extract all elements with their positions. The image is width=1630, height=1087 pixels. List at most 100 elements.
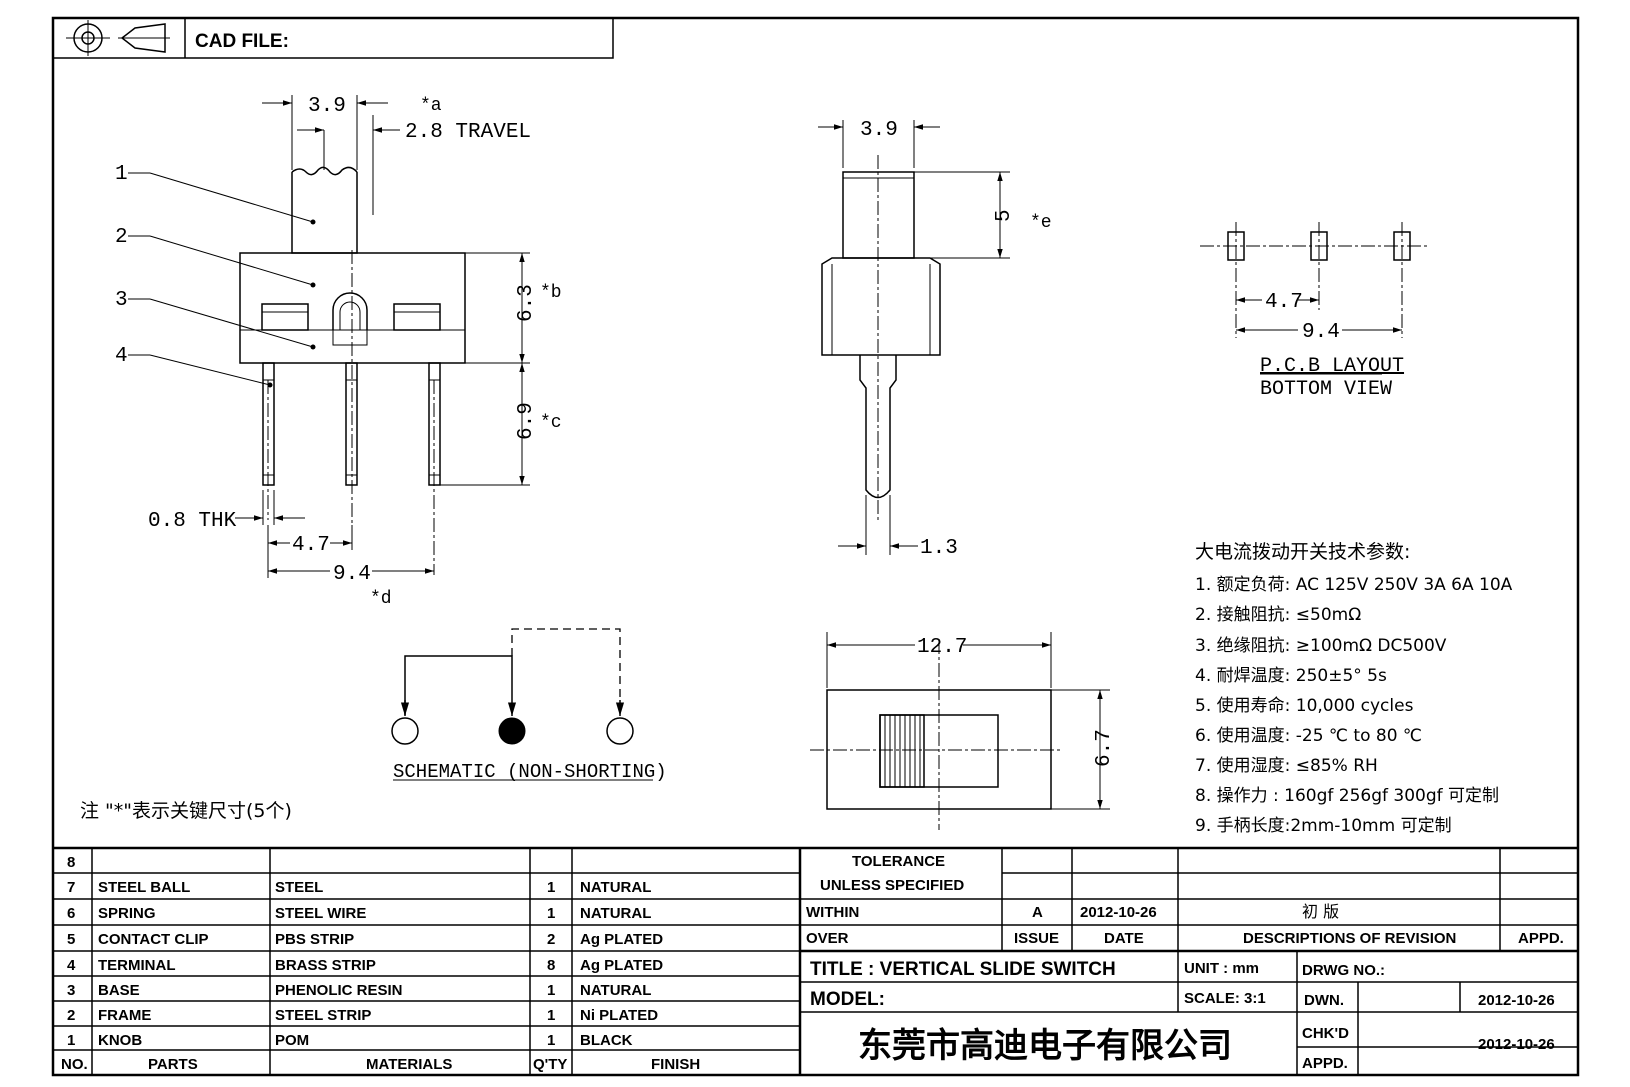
- company-name: 东莞市高迪电子有限公司: [858, 1026, 1232, 1066]
- model-label: MODEL:: [810, 989, 885, 1010]
- bom-material: BRASS STRIP: [275, 957, 376, 974]
- bom-no: 8: [67, 854, 75, 871]
- note-d: *d: [370, 589, 392, 609]
- dim-6-3: 6.3: [515, 284, 538, 322]
- bom-material: PBS STRIP: [275, 931, 354, 948]
- bom-no: 3: [67, 982, 75, 999]
- header-box: CAD FILE:: [52, 17, 614, 59]
- pcb-dim-4-7: 4.7: [1265, 291, 1303, 314]
- desc-header: DESCRIPTIONS OF REVISION: [1243, 930, 1456, 947]
- key-dim-note: 注 "*"表示关键尺寸(5个): [80, 800, 292, 822]
- title-block: TOLERANCE UNLESS SPECIFIED WITHIN OVER A…: [800, 848, 1578, 1075]
- bom-material: PHENOLIC RESIN: [275, 982, 403, 999]
- top-view: 12.7 6.7: [810, 632, 1116, 830]
- terminal-open-icon: [606, 717, 634, 745]
- spec-item: 7. 使用湿度: ≤85% RH: [1195, 755, 1378, 776]
- callout-1: 1: [115, 163, 128, 186]
- pcb-title: P.C.B LAYOUT: [1260, 355, 1404, 378]
- spec-item: 1. 额定负荷: AC 125V 250V 3A 6A 10A: [1195, 575, 1513, 595]
- dwn-label: DWN.: [1304, 992, 1344, 1009]
- unit-label: UNIT : mm: [1184, 960, 1259, 977]
- over-label: OVER: [806, 930, 849, 947]
- schematic-title: SCHEMATIC (NON-SHORTING): [393, 761, 667, 783]
- bom-material: STEEL STRIP: [275, 1007, 371, 1024]
- pcb-layout: 4.7 9.4 P.C.B LAYOUT BOTTOM VIEW: [1200, 222, 1430, 401]
- sheet-border: [51, 16, 1580, 1077]
- dim-6-7: 6.7: [1093, 729, 1116, 767]
- thk-dim: 0.8 THK: [148, 510, 237, 533]
- chkd-label: CHK'D: [1302, 1025, 1349, 1042]
- dim-1-3: 1.3: [920, 537, 958, 560]
- bom-finish: Ni PLATED: [580, 1007, 658, 1024]
- bom-part: FRAME: [98, 1007, 151, 1024]
- schematic: SCHEMATIC (NON-SHORTING): [391, 628, 667, 783]
- bom-qty: 1: [547, 879, 555, 896]
- tolerance-label: TOLERANCE: [852, 853, 945, 870]
- bom-qty: 1: [547, 982, 555, 999]
- spec-item: 2. 接触阻抗: ≤50mΩ: [1195, 605, 1361, 625]
- dwn-date: 2012-10-26: [1478, 992, 1555, 1009]
- chkd-date: 2012-10-26: [1478, 1036, 1555, 1053]
- drawing-title: TITLE : VERTICAL SLIDE SWITCH: [810, 959, 1116, 980]
- bom-part: KNOB: [98, 1032, 142, 1049]
- bom-qty: 2: [547, 931, 555, 948]
- bom-header-materials: MATERIALS: [366, 1056, 452, 1073]
- dim-12-7: 12.7: [917, 636, 967, 659]
- front-dim-4-7: 4.7: [292, 534, 330, 557]
- dim-5: 5: [993, 209, 1016, 222]
- spec-item: 4. 耐焊温度: 250±5° 5s: [1195, 666, 1387, 686]
- rev-date: 2012-10-26: [1080, 904, 1157, 921]
- terminal-common-icon: [498, 717, 526, 745]
- dim-6-9: 6.9: [515, 402, 538, 440]
- bom-qty: 1: [547, 1007, 555, 1024]
- bom-finish: NATURAL: [580, 879, 651, 896]
- bom-header-finish: FINISH: [651, 1056, 700, 1073]
- bom-finish: NATURAL: [580, 905, 651, 922]
- bom-no: 4: [67, 957, 76, 974]
- bom-table: 8 7 STEEL BALL STEEL 1 NATURAL 6 SPRING …: [53, 846, 1578, 1075]
- note-a: *a: [420, 96, 442, 116]
- appd-header: APPD.: [1518, 930, 1564, 947]
- bom-header-qty: Q'TY: [533, 1056, 567, 1073]
- callout-3: 3: [115, 289, 128, 312]
- travel-dim: 2.8 TRAVEL: [405, 121, 531, 144]
- appd-label: APPD.: [1302, 1055, 1348, 1072]
- drwg-no-label: DRWG NO.:: [1302, 962, 1385, 979]
- bom-finish: Ag PLATED: [580, 957, 663, 974]
- bom-part: STEEL BALL: [98, 879, 190, 896]
- spec-item: 8. 操作力 : 160gf 256gf 300gf 可定制: [1195, 786, 1499, 806]
- bom-finish: BLACK: [580, 1032, 633, 1049]
- spec-item: 5. 使用寿命: 10,000 cycles: [1195, 695, 1414, 716]
- specs-title: 大电流拨动开关技术参数:: [1195, 541, 1410, 563]
- bom-no: 1: [67, 1032, 75, 1049]
- note-c: *c: [540, 413, 562, 433]
- bom-header-parts: PARTS: [148, 1056, 198, 1073]
- scale-label: SCALE: 3:1: [1184, 990, 1266, 1007]
- bom-part: CONTACT CLIP: [98, 931, 209, 948]
- unless-specified: UNLESS SPECIFIED: [820, 877, 964, 894]
- rev-letter: A: [1032, 904, 1043, 921]
- bom-no: 2: [67, 1007, 75, 1024]
- side-view: 3.9 5 *e 1.3: [818, 119, 1052, 560]
- pcb-dim-9-4: 9.4: [1302, 321, 1340, 344]
- note-b: *b: [540, 283, 562, 303]
- spec-item: 3. 绝缘阻抗: ≥100mΩ DC500V: [1195, 636, 1447, 656]
- specs-list: 大电流拨动开关技术参数: 1. 额定负荷: AC 125V 250V 3A 6A…: [1195, 541, 1513, 836]
- bom-header-no: NO.: [61, 1056, 88, 1073]
- spec-item: 6. 使用温度: -25 ℃ to 80 ℃: [1195, 725, 1422, 746]
- bom-qty: 1: [547, 1032, 555, 1049]
- bom-part: BASE: [98, 982, 140, 999]
- bom-finish: Ag PLATED: [580, 931, 663, 948]
- bom-no: 7: [67, 879, 75, 896]
- terminal-open-icon: [391, 717, 419, 745]
- projection-symbol-icon: [66, 20, 170, 56]
- bom-part: SPRING: [98, 905, 156, 922]
- cad-file-label: CAD FILE:: [195, 31, 289, 52]
- bom-finish: NATURAL: [580, 982, 651, 999]
- bom-qty: 1: [547, 905, 555, 922]
- front-dim-9-4: 9.4: [333, 563, 371, 586]
- callout-2: 2: [115, 226, 128, 249]
- note-e: *e: [1030, 213, 1052, 233]
- callout-4: 4: [115, 345, 128, 368]
